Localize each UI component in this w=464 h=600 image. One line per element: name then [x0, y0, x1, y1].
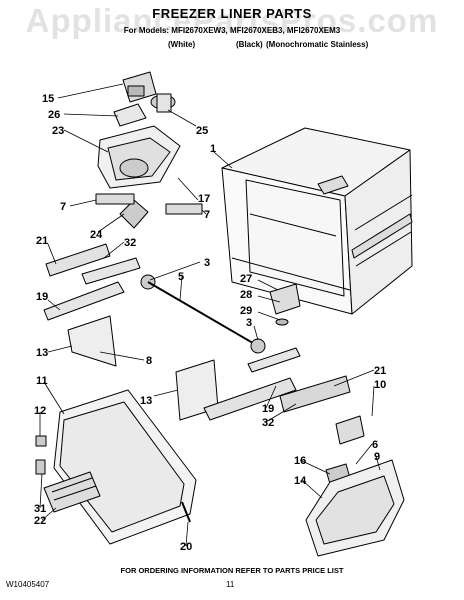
callout-16: 16 — [294, 455, 306, 467]
callout-13-left: 13 — [36, 347, 48, 359]
callout-9: 9 — [374, 451, 380, 463]
callout-7-left: 7 — [60, 201, 66, 213]
freezer-liner-drawing — [221, 127, 413, 315]
callout-8: 8 — [146, 355, 152, 367]
callout-15: 15 — [42, 93, 54, 105]
callout-27: 27 — [240, 273, 252, 285]
color-white: (White) — [168, 40, 196, 49]
callout-20: 20 — [180, 541, 192, 553]
callout-19-right: 19 — [262, 403, 274, 415]
color-stainless: (Monochromatic Stainless) — [266, 40, 369, 49]
callout-12: 12 — [34, 405, 46, 417]
callout-5: 5 — [178, 271, 184, 283]
ordering-note: FOR ORDERING INFORMATION REFER TO PARTS … — [120, 566, 344, 575]
callout-23: 23 — [52, 125, 64, 137]
callout-11: 11 — [36, 375, 48, 387]
callout-21-left: 21 — [36, 235, 48, 247]
callout-10: 10 — [374, 379, 386, 391]
callout-13-right: 13 — [140, 395, 152, 407]
callout-numbers: 15 26 23 25 1 17 7 7 24 21 32 3 5 19 27 … — [34, 93, 386, 553]
leader-lines — [39, 83, 381, 547]
callout-31: 31 — [34, 503, 46, 515]
light-housing-drawing — [305, 415, 405, 557]
lower-cover-drawing — [35, 389, 197, 545]
callout-7-right: 7 — [204, 209, 210, 221]
callout-14: 14 — [294, 475, 307, 487]
document-id: W10405407 — [6, 580, 50, 589]
callout-6: 6 — [372, 439, 378, 451]
callout-3-lower: 3 — [246, 317, 252, 329]
callout-1: 1 — [210, 143, 216, 155]
color-black: (Black) — [236, 40, 263, 49]
evaporator-fan-assembly-drawing — [95, 71, 203, 229]
callout-24: 24 — [90, 229, 103, 241]
callout-32-upper: 32 — [124, 237, 136, 249]
callout-22: 22 — [34, 515, 46, 527]
callout-28: 28 — [240, 289, 252, 301]
callout-19-left: 19 — [36, 291, 48, 303]
callout-3-upper: 3 — [204, 257, 210, 269]
model-subtitle: For Models: MFI2670XEW3, MFI2670XEB3, MF… — [123, 26, 341, 35]
slide-rails-drawing — [43, 243, 351, 421]
callout-17: 17 — [198, 193, 210, 205]
callout-21-right: 21 — [374, 365, 386, 377]
callout-26: 26 — [48, 109, 60, 121]
callout-29: 29 — [240, 305, 252, 317]
callout-32-lower: 32 — [262, 417, 274, 429]
callout-25: 25 — [196, 125, 208, 137]
page-title: FREEZER LINER PARTS — [152, 6, 312, 21]
page-number: 11 — [226, 580, 235, 589]
